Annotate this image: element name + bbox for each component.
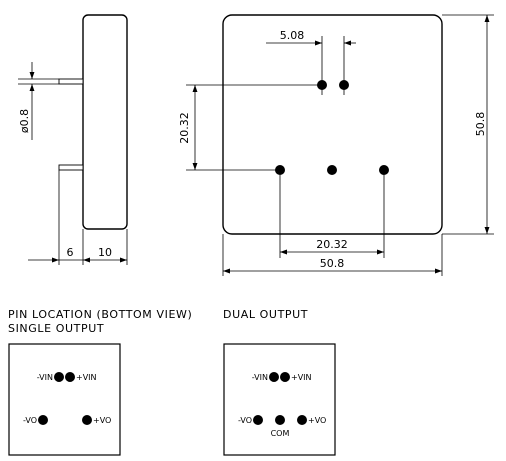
single-plus-vo-label: +VO	[93, 416, 111, 425]
dual-output-box	[223, 343, 336, 456]
module-height-dimension: 50.8	[442, 14, 494, 235]
side-pin-upper	[58, 78, 84, 85]
dual-plus-vo-label: +VO	[308, 416, 326, 425]
side-pin-lower	[58, 164, 84, 171]
dual-output-title: DUAL OUTPUT	[223, 308, 308, 321]
dual-plus-vin-label: +VIN	[291, 373, 312, 382]
pin-length-dimension: 6	[28, 246, 83, 263]
single-plus-vin-label: +VIN	[76, 373, 97, 382]
pin-dot	[253, 415, 263, 425]
dual-minus-vin-label: -VIN	[252, 373, 268, 382]
single-output-title: SINGLE OUTPUT	[8, 322, 104, 335]
pin-dot	[275, 415, 285, 425]
pin-dot	[297, 415, 307, 425]
pin-diameter-dimension: ø0.8	[18, 62, 59, 140]
pin-length-label: 6	[67, 246, 74, 259]
pin-dot	[327, 165, 337, 175]
module-width-dimension: 50.8	[222, 234, 443, 276]
pin-dot	[82, 415, 92, 425]
side-view: ø0.8 6 10	[18, 14, 128, 265]
top-view: 5.08 20.32 50.8 20.32 50.8	[178, 14, 494, 276]
pin-dot	[54, 372, 64, 382]
dual-output-section: DUAL OUTPUT -VIN +VIN -VO +VO COM	[223, 308, 336, 456]
pin-dot	[38, 415, 48, 425]
body-thickness-dimension: 10	[83, 246, 127, 263]
body-thickness-label: 10	[98, 246, 112, 259]
pin-vertical-offset-label: 20.32	[178, 112, 191, 144]
single-minus-vin-label: -VIN	[37, 373, 53, 382]
pin-dot	[379, 165, 389, 175]
pin-pitch-label: 5.08	[280, 29, 305, 42]
pin-dot	[65, 372, 75, 382]
pin-vertical-offset-dimension: 20.32	[178, 84, 318, 171]
dual-com-label: COM	[271, 429, 290, 438]
pin-dot	[280, 372, 290, 382]
module-body-side	[82, 14, 128, 230]
single-minus-vo-label: -VO	[23, 416, 37, 425]
module-body-top	[222, 14, 443, 235]
single-output-box	[8, 343, 121, 456]
single-output-section: PIN LOCATION (BOTTOM VIEW) SINGLE OUTPUT…	[8, 308, 192, 456]
pin-pitch-dimension: 5.08	[266, 29, 356, 95]
pin-dot	[275, 165, 285, 175]
pin-spacing-label: 20.32	[316, 238, 348, 251]
pin-diameter-label: ø0.8	[18, 109, 31, 133]
dual-minus-vo-label: -VO	[238, 416, 252, 425]
module-height-label: 50.8	[474, 112, 487, 137]
pin-location-title: PIN LOCATION (BOTTOM VIEW)	[8, 308, 192, 321]
pin-spacing-dimension: 20.32	[279, 175, 385, 258]
pin-dot	[269, 372, 279, 382]
module-width-label: 50.8	[320, 257, 345, 270]
